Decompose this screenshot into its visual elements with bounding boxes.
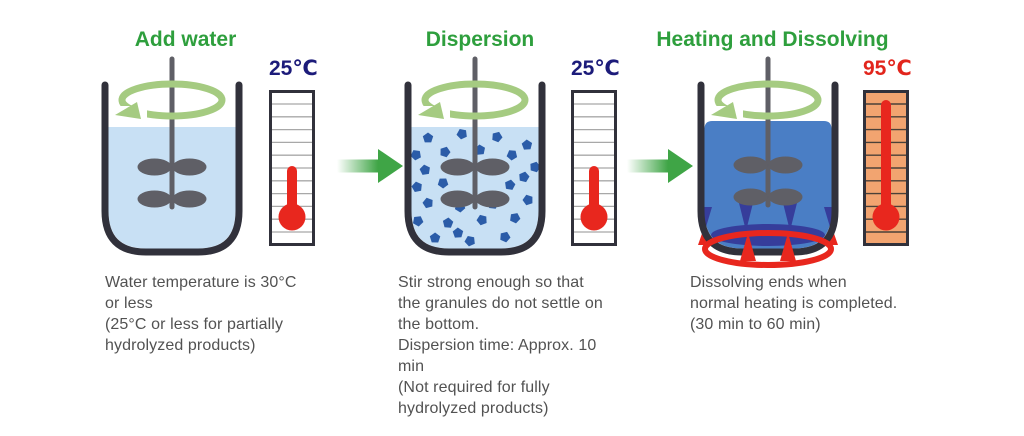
granule-particle [500, 231, 511, 243]
granule-particle [505, 179, 516, 190]
stirrer-blade [733, 156, 768, 174]
stirrer [440, 56, 510, 210]
granule-particle [411, 181, 422, 192]
station-title-add-water: Add water [134, 28, 237, 51]
granule-particle [492, 131, 503, 143]
stirrer-blade [768, 156, 803, 174]
station-description-add-water: Water temperature is 30°C or less (25°C … [105, 274, 297, 354]
granule-particle [413, 216, 424, 227]
dispersion-beaker-graphic [404, 56, 546, 256]
flow-arrow-icon [627, 149, 693, 183]
rotation-arrow-icon [412, 80, 529, 123]
stirrer-blade [137, 158, 172, 176]
flow-arrow-icon [337, 149, 403, 183]
granule-particle [464, 236, 475, 247]
stirrer-blade [768, 188, 803, 206]
stirrer-blade [172, 158, 207, 176]
convection-arrow-icon [783, 203, 797, 231]
add-water-beaker-graphic [101, 56, 243, 256]
granule-particle [521, 139, 533, 150]
temperature-label: 25℃ [571, 57, 620, 80]
station-description-dispersion: Stir strong enough so that the granules … [398, 274, 603, 417]
granule-particle [530, 161, 541, 173]
granule-particle [476, 214, 487, 226]
thermometer-cool [269, 90, 315, 246]
flame-icon [740, 233, 756, 261]
thermometer-mercury [580, 166, 608, 231]
granule-particle [442, 217, 454, 228]
temperature-label: 25℃ [269, 57, 318, 80]
granule-particle [456, 129, 467, 140]
rotation-arrow-icon [109, 80, 226, 123]
thermometer-mercury [278, 166, 306, 231]
stirrer-blade [475, 158, 510, 176]
granule-particle [429, 232, 441, 243]
heating-beaker-graphic [697, 56, 839, 268]
stirrer-blade [172, 190, 207, 208]
station-description-heating: Dissolving ends when normal heating is c… [690, 274, 898, 333]
granule-particle [422, 197, 433, 209]
flame-icon [780, 233, 796, 261]
temperature-label: 95℃ [863, 57, 912, 80]
stirrer-blade [440, 158, 475, 176]
station-title-heating: Heating and Dissolving [656, 28, 889, 51]
granule-particle [510, 213, 521, 224]
stirrer-blade [440, 190, 475, 208]
beaker-vessel [101, 81, 243, 256]
thermometer-cool [571, 90, 617, 246]
granule-particle [437, 178, 449, 189]
granule-particle [419, 164, 430, 175]
burner-ring [702, 230, 834, 268]
rotation-arrow-icon [705, 80, 822, 120]
stirrer-blade [137, 190, 172, 208]
stirrer-blade [475, 190, 510, 208]
convection-arrow-icon [739, 203, 753, 231]
beaker-vessel [404, 81, 546, 256]
station-title-dispersion: Dispersion [425, 28, 535, 51]
granule-particle [410, 150, 421, 161]
granule-particle [440, 146, 451, 158]
thermometer-mercury [872, 100, 900, 231]
granule-particle [422, 132, 434, 143]
thermometer-hot [863, 90, 909, 246]
beaker-vessel [697, 81, 839, 256]
stirrer-blade [733, 188, 768, 206]
granule-particle [506, 150, 518, 161]
granule-particle [519, 171, 530, 183]
granule-particle [522, 194, 533, 206]
granule-particle [452, 227, 464, 238]
